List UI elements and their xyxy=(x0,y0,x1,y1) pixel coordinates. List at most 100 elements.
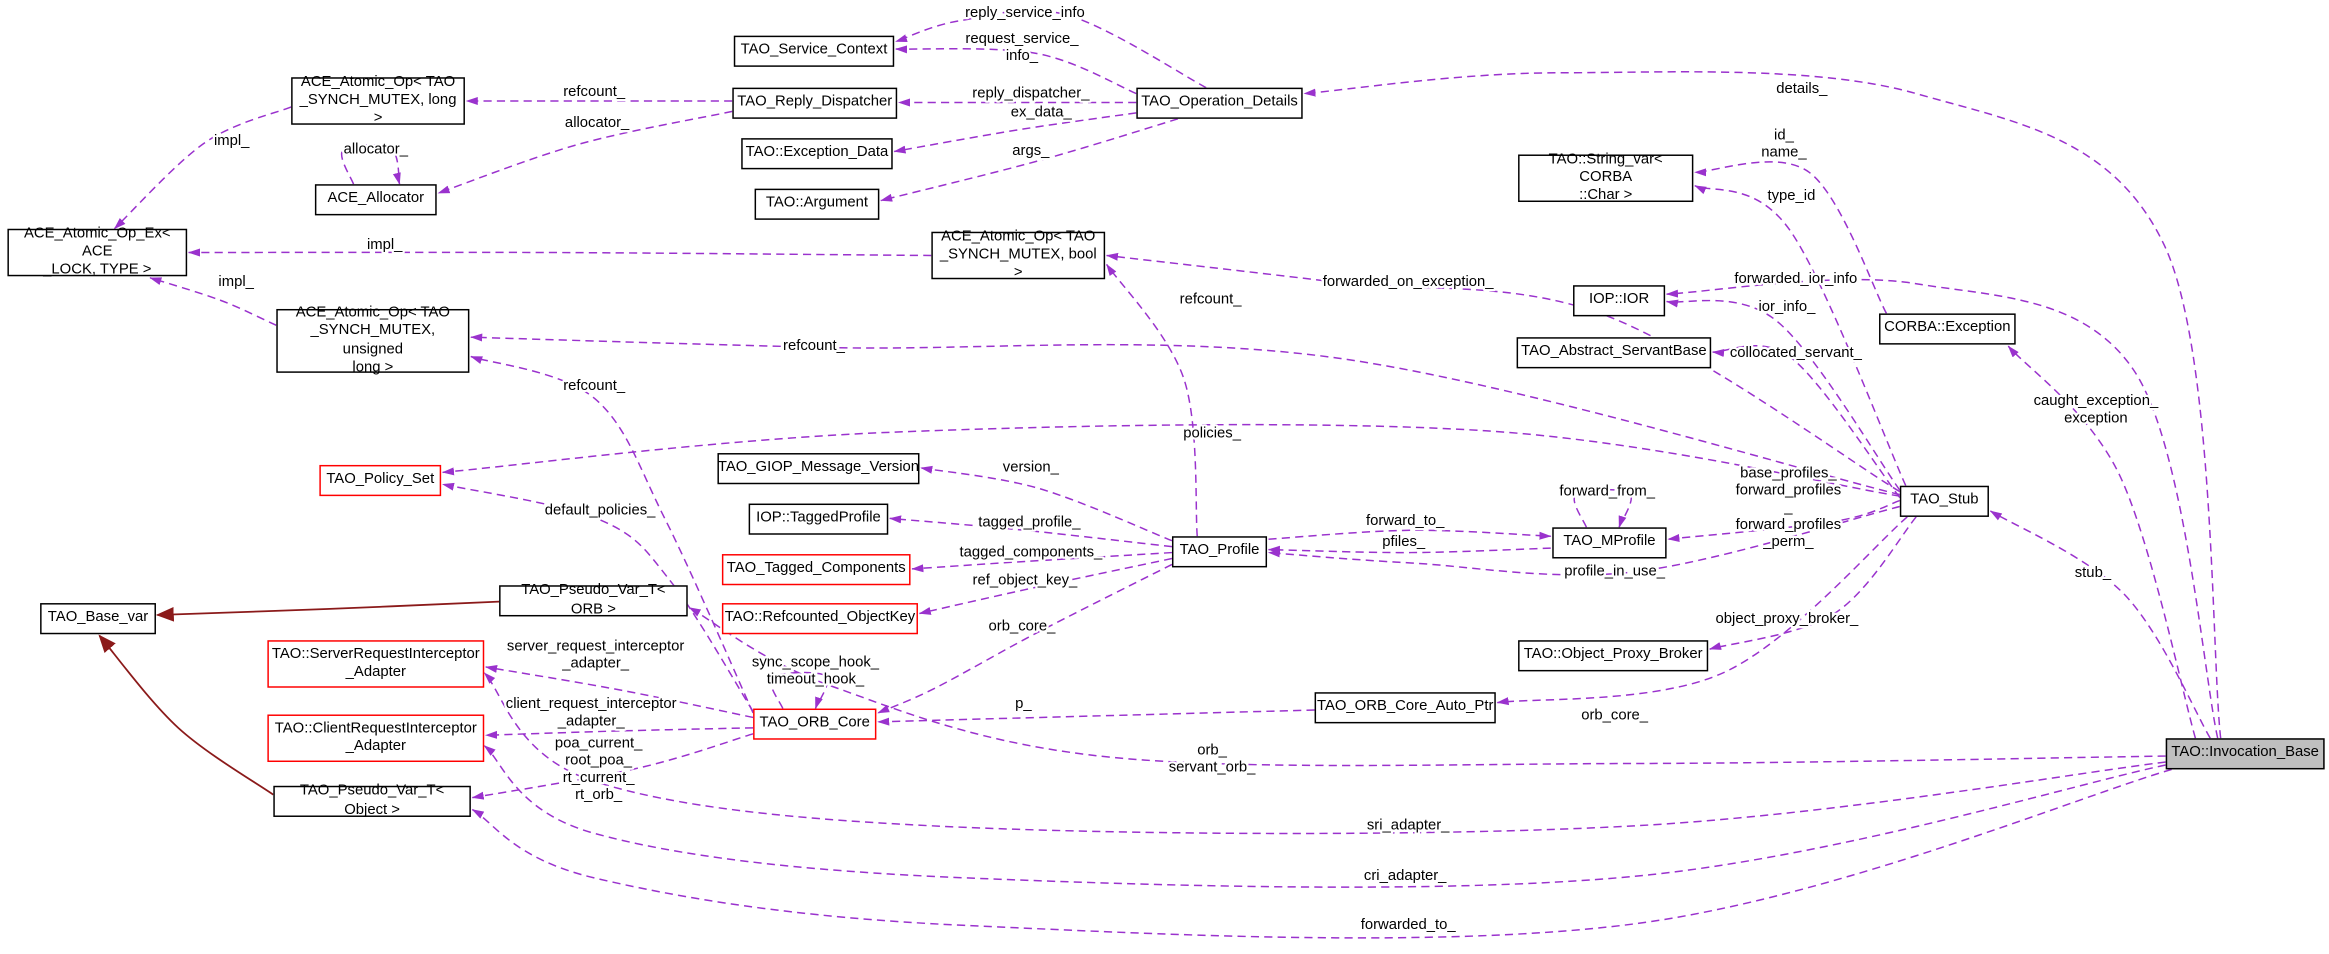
inheritance-edge-pseudo_var_orb-to-base_var xyxy=(155,600,500,622)
edge-label-invocation_base-to-sri_adapter_cls: sri_adapter_ xyxy=(1367,818,1450,834)
edge-label-ace_allocator-to-ace_allocator: allocator_ xyxy=(344,142,409,158)
class-node-object_proxy_broker[interactable]: TAO::Object_Proxy_Broker xyxy=(1518,640,1709,672)
class-node-abstract_servant[interactable]: TAO_Abstract_ServantBase xyxy=(1516,337,1712,369)
uses-edge-stub-to-profile xyxy=(1267,505,1901,576)
edge-label-profile-to-mprofile: forward_to_ xyxy=(1366,513,1445,529)
edge-paths xyxy=(98,9,2222,939)
class-node-orb_core[interactable]: TAO_ORB_Core xyxy=(753,708,877,740)
class-node-pseudo_var_object[interactable]: TAO_Pseudo_Var_T< Object > xyxy=(273,783,471,818)
edge-label-stub-to-mprofile: base_profiles_forward_profiles_forward_p… xyxy=(1736,466,1842,550)
edge-label-profile-to-tagged_profile: tagged_profile_ xyxy=(978,515,1081,531)
edge-labels: reply_service_inforequest_service_info_r… xyxy=(212,3,2161,935)
class-node-exception_data[interactable]: TAO::Exception_Data xyxy=(741,138,893,170)
uses-edge-stub-to-mprofile xyxy=(1667,499,1901,542)
edge-label-invocation_base-to-stub: stub_ xyxy=(2075,565,2112,581)
uses-edge-corba_exception-to-string_var xyxy=(1694,161,1888,314)
uses-edge-invocation_base-to-operation_details xyxy=(1303,71,2222,739)
class-node-iop_ior[interactable]: IOP::IOR xyxy=(1573,285,1666,317)
class-node-tagged_profile[interactable]: IOP::TaggedProfile xyxy=(748,503,889,535)
uses-edge-invocation_base-to-stub xyxy=(1989,510,2211,739)
edge-label-profile-to-giop_version: version_ xyxy=(1003,460,1060,476)
class-node-policy_set[interactable]: TAO_Policy_Set xyxy=(319,464,442,497)
uses-edge-atomic_op_long-to-atomic_op_ex xyxy=(113,106,292,230)
edge-label-invocation_base-to-operation_details: details_ xyxy=(1776,81,1828,97)
edge-label-stub-to-atomic_op_bool: forwarded_on_exception_ xyxy=(1323,274,1495,290)
edge-label-orb_core_auto_ptr-to-orb_core: p_ xyxy=(1015,696,1032,712)
edge-label-orb_core-to-orb_core: sync_scope_hook_timeout_hook_ xyxy=(752,655,880,688)
edge-label-invocation_base-to-cri_adapter_cls: cri_adapter_ xyxy=(1364,868,1447,884)
uses-edge-orb_core-to-policy_set xyxy=(441,482,754,712)
class-node-string_var[interactable]: TAO::String_var< CORBA ::Char > xyxy=(1518,151,1694,204)
class-node-orb_core_auto_ptr[interactable]: TAO_ORB_Core_Auto_Ptr xyxy=(1314,692,1496,724)
class-node-base_var[interactable]: TAO_Base_var xyxy=(40,603,156,635)
edge-label-reply_dispatcher-to-ace_allocator: allocator_ xyxy=(565,115,630,131)
class-node-atomic_op_bool[interactable]: ACE_Atomic_Op< TAO _SYNCH_MUTEX, bool > xyxy=(931,228,1106,281)
uses-edge-mprofile-to-mprofile xyxy=(1573,488,1632,528)
edge-label-stub-to-string_var: type_id xyxy=(1767,188,1815,204)
class-node-atomic_op_long[interactable]: ACE_Atomic_Op< TAO _SYNCH_MUTEX, long > xyxy=(291,74,465,126)
edge-label-mprofile-to-mprofile: forward_from_ xyxy=(1559,483,1655,499)
class-node-reply_dispatcher[interactable]: TAO_Reply_Dispatcher xyxy=(732,87,898,119)
class-node-pseudo_var_orb[interactable]: TAO_Pseudo_Var_T< ORB > xyxy=(499,583,688,617)
uses-edge-stub-to-orb_core_auto_ptr xyxy=(1496,516,1908,706)
class-node-corba_exception[interactable]: CORBA::Exception xyxy=(1879,313,2016,345)
uses-edge-stub-to-iop_ior xyxy=(1665,299,1901,491)
class-node-giop_version[interactable]: TAO_GIOP_Message_Version xyxy=(717,453,920,485)
edge-label-profile-to-atomic_op_bool: refcount_ xyxy=(1180,292,1243,308)
edge-label-stub-to-profile: profile_in_use_ xyxy=(1564,564,1665,580)
uses-edge-stub-to-object_proxy_broker xyxy=(1709,516,1917,650)
edge-label-invocation_base-to-iop_ior: forwarded_ior_info xyxy=(1734,271,1857,287)
edge-label-orb_core-to-atomic_op_ulong: refcount_ xyxy=(563,378,626,394)
uses-edge-atomic_op_ulong-to-atomic_op_ex xyxy=(149,277,277,326)
class-node-operation_details[interactable]: TAO_Operation_Details xyxy=(1136,87,1303,119)
edge-label-corba_exception-to-string_var: id_name_ xyxy=(1761,127,1807,160)
uses-edge-orb_core-to-cri_adapter_cls xyxy=(485,727,754,739)
edge-label-profile-to-tagged_components: tagged_components_ xyxy=(959,544,1103,560)
class-node-mprofile[interactable]: TAO_MProfile xyxy=(1552,527,1667,559)
uses-edge-operation_details-to-argument xyxy=(880,118,1179,202)
edge-label-operation_details-to-service_context: request_service_info_ xyxy=(965,31,1079,64)
class-node-cri_adapter_cls[interactable]: TAO::ClientRequestInterceptor _Adapter xyxy=(267,714,485,763)
uses-edge-invocation_base-to-pseudo_var_object xyxy=(471,768,2172,939)
class-node-tagged_components[interactable]: TAO_Tagged_Components xyxy=(721,554,911,586)
uses-edge-orb_core-to-sri_adapter_cls xyxy=(485,664,754,719)
uses-edge-invocation_base-to-iop_ior xyxy=(1665,278,2219,739)
class-node-atomic_op_ex[interactable]: ACE_Atomic_Op_Ex< ACE _LOCK, TYPE > xyxy=(7,225,188,278)
class-node-service_context[interactable]: TAO_Service_Context xyxy=(733,35,895,67)
inheritance-edge-pseudo_var_object-to-base_var xyxy=(98,634,274,796)
edge-label-mprofile-to-profile: pfiles_ xyxy=(1382,534,1426,550)
class-node-sri_adapter_cls[interactable]: TAO::ServerRequestInterceptor _Adapter xyxy=(267,640,485,688)
edge-label-atomic_op_ulong-to-atomic_op_ex: impl_ xyxy=(218,274,254,290)
class-node-stub[interactable]: TAO_Stub xyxy=(1899,485,1989,517)
edge-label-profile-to-orb_core: orb_core_ xyxy=(989,619,1057,635)
edge-label-stub-to-iop_ior: ior_info_ xyxy=(1758,299,1816,315)
uses-edge-stub-to-string_var xyxy=(1694,184,1907,487)
uses-edge-stub-to-abstract_servant xyxy=(1711,344,1901,499)
uses-edge-invocation_base-to-cri_adapter_cls xyxy=(483,745,2166,888)
edge-label-reply_dispatcher-to-atomic_op_long: refcount_ xyxy=(563,84,626,100)
uses-edge-atomic_op_bool-to-atomic_op_ex xyxy=(187,248,932,257)
uses-edge-profile-to-refcounted_objectkey xyxy=(918,557,1173,615)
uses-edge-orb_core_auto_ptr-to-orb_core xyxy=(877,709,1315,726)
uses-edge-orb_core-to-orb_core xyxy=(769,671,829,710)
edge-label-operation_details-to-argument: args_ xyxy=(1012,143,1050,159)
class-node-profile[interactable]: TAO_Profile xyxy=(1171,536,1268,568)
class-node-argument[interactable]: TAO::Argument xyxy=(754,188,880,220)
edge-label-operation_details-to-exception_data: ex_data_ xyxy=(1011,105,1073,121)
uses-edge-orb_core-to-pseudo_var_object xyxy=(471,733,754,800)
uses-edge-operation_details-to-exception_data xyxy=(893,112,1137,154)
edge-label-invocation_base-to-corba_exception: caught_exception_exception xyxy=(2034,393,2159,426)
edge-label-stub-to-abstract_servant: collocated_servant_ xyxy=(1730,345,1863,361)
class-node-ace_allocator[interactable]: ACE_Allocator xyxy=(314,184,437,216)
uses-edge-profile-to-giop_version xyxy=(920,465,1173,542)
class-node-atomic_op_ulong[interactable]: ACE_Atomic_Op< TAO _SYNCH_MUTEX, unsigne… xyxy=(276,305,470,375)
edge-label-atomic_op_long-to-atomic_op_ex: impl_ xyxy=(214,133,250,149)
uses-edge-stub-to-policy_set xyxy=(441,423,1900,497)
edge-label-stub-to-object_proxy_broker: object_proxy_broker_ xyxy=(1716,611,1859,627)
uses-edge-profile-to-mprofile xyxy=(1268,529,1552,540)
class-node-refcounted_objectkey[interactable]: TAO::Refcounted_ObjectKey xyxy=(721,603,918,635)
uses-edge-operation_details-to-service_context xyxy=(895,45,1137,95)
edge-label-operation_details-to-reply_dispatcher: reply_dispatcher_ xyxy=(972,85,1090,101)
